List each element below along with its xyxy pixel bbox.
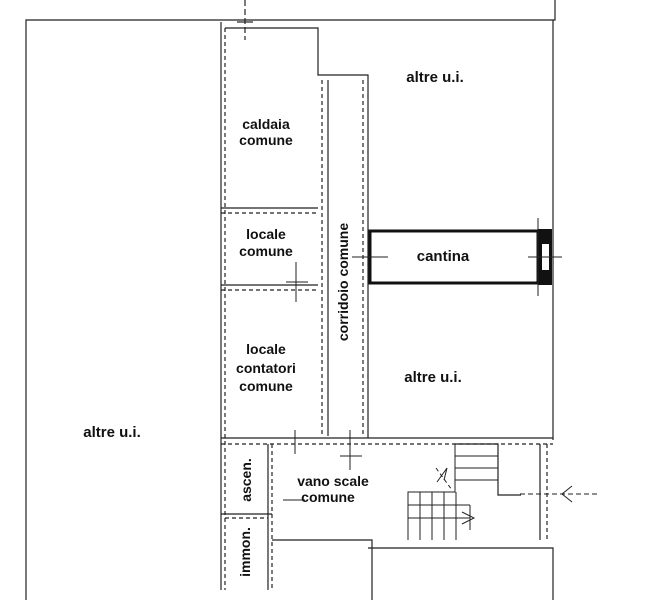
label-corridoio: corridoio comune xyxy=(335,223,351,341)
cantina-room xyxy=(352,218,562,296)
label-locale: locale xyxy=(246,226,286,242)
label-vano-scale: vano scale xyxy=(297,473,369,489)
label-caldaia-comune: comune xyxy=(239,132,293,148)
label-immon: immon. xyxy=(237,527,253,577)
label-cantina: cantina xyxy=(417,248,470,265)
label-ascen: ascen. xyxy=(238,458,254,502)
label-altre-mid: altre u.i. xyxy=(404,369,462,386)
label-locale-comune: comune xyxy=(239,243,293,259)
label-contatori: contatori xyxy=(236,360,296,376)
staircase xyxy=(407,444,598,540)
label-altre-top: altre u.i. xyxy=(406,69,464,86)
label-locale-contatori: locale xyxy=(246,341,286,357)
label-altre-left: altre u.i. xyxy=(83,424,141,441)
label-vano-comune: comune xyxy=(301,489,355,505)
outer-wall-top xyxy=(25,0,556,600)
label-caldaia: caldaia xyxy=(242,116,290,132)
label-contatori-comune: comune xyxy=(239,378,293,394)
caldaia-wall xyxy=(225,27,369,438)
